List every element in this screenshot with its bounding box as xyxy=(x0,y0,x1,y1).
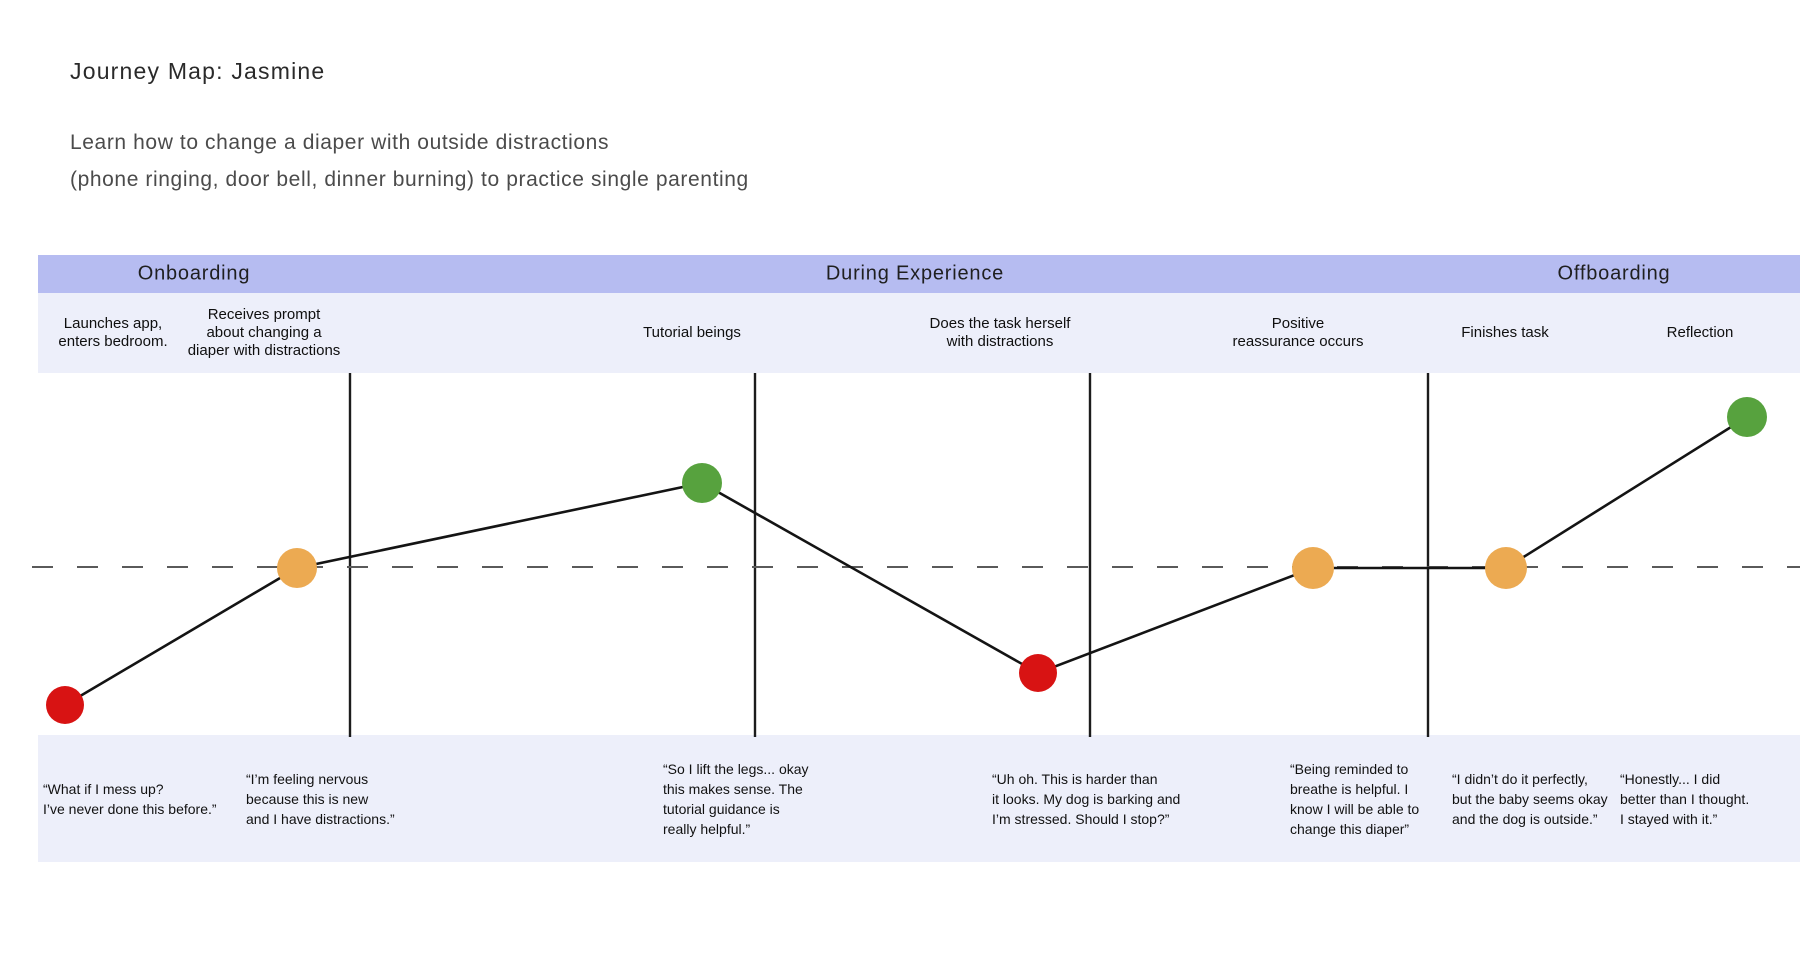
phase-label: Offboarding xyxy=(1557,262,1671,285)
quote-text: “What if I mess up? I’ve never done this… xyxy=(43,780,217,817)
phase-label: During Experience xyxy=(825,262,1005,285)
emotion-dot-neutral xyxy=(277,548,317,588)
quote-text: “Being reminded to breathe is helpful. I… xyxy=(1290,760,1420,837)
emotion-dot-negative xyxy=(46,686,84,724)
page-title: Journey Map: Jasmine xyxy=(70,58,326,84)
quote-text: “Uh oh. This is harder than it looks. My… xyxy=(992,770,1181,827)
stage-label: Finishes task xyxy=(1461,324,1549,341)
quote-text: “I didn’t do it perfectly, but the baby … xyxy=(1452,770,1608,827)
stage-labels-band: Launches app, enters bedroom. Receives pr… xyxy=(38,293,1800,373)
stage-label: Tutorial beings xyxy=(643,324,741,341)
stage-label: Receives prompt about changing a diaper … xyxy=(187,306,341,359)
quote-text: “I’m feeling nervous because this is new… xyxy=(246,770,395,827)
emotion-dot-positive xyxy=(1727,397,1767,437)
stage-label: Reflection xyxy=(1666,324,1734,341)
quotes-band: “What if I mess up? I’ve never done this… xyxy=(38,735,1800,862)
quote-text: “Honestly... I did better than I thought… xyxy=(1620,770,1750,827)
phase-header-band: Onboarding During Experience Offboarding xyxy=(38,255,1800,293)
quote-text: “So I lift the legs... okay this makes s… xyxy=(663,760,809,837)
phase-label: Onboarding xyxy=(137,262,251,285)
emotion-dot-neutral xyxy=(1485,547,1527,589)
stage-label: Positive reassurance occurs xyxy=(1232,315,1364,350)
stage-label: Launches app, enters bedroom. xyxy=(58,315,168,350)
emotion-dot-positive xyxy=(682,463,722,503)
page-subtitle: Learn how to change a diaper with outsid… xyxy=(70,131,749,191)
emotion-dot-negative xyxy=(1019,654,1057,692)
emotion-dot-neutral xyxy=(1292,547,1334,589)
stage-label: Does the task herself with distractions xyxy=(929,315,1071,350)
